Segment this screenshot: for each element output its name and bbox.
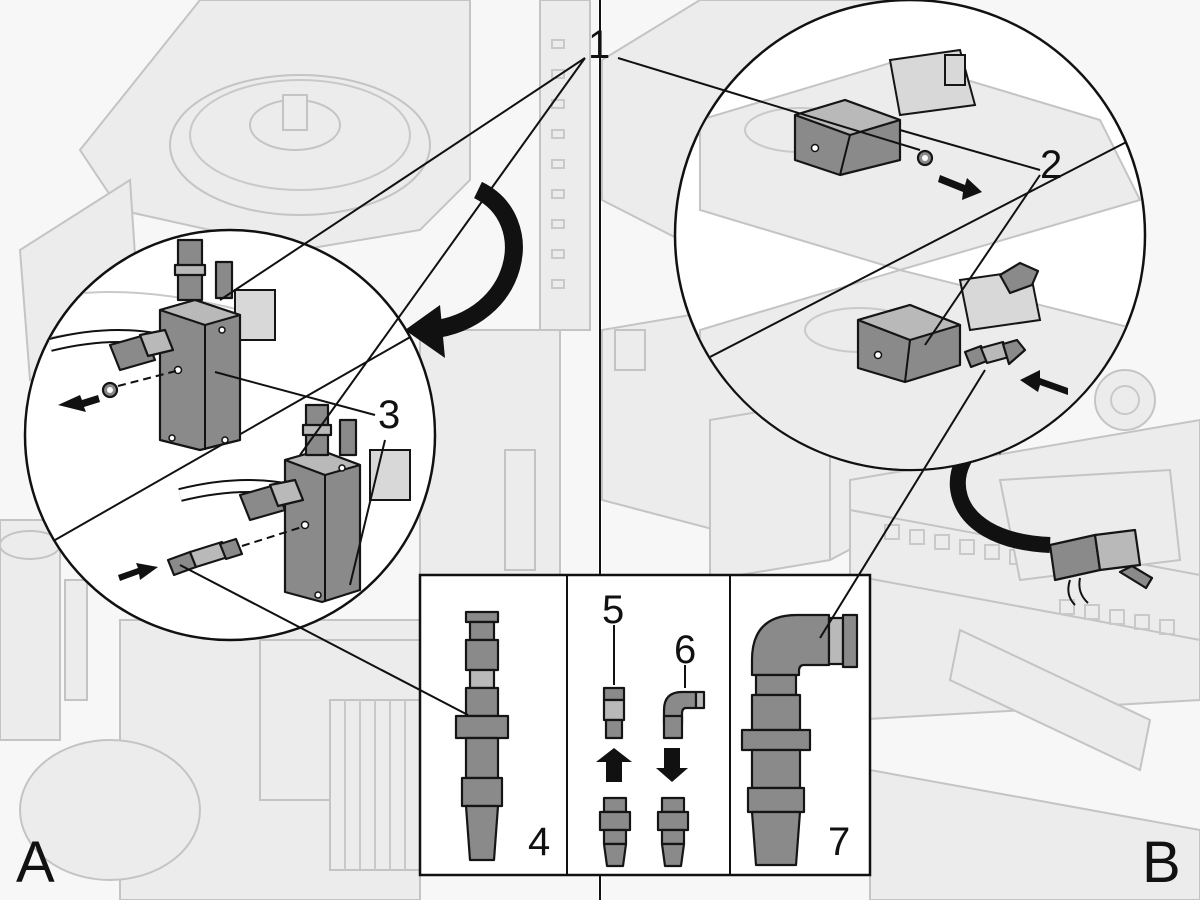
leader-1-a (219, 57, 586, 301)
panel-b-small-valve (1048, 528, 1154, 606)
fitting-7-elbow-connector (740, 613, 859, 867)
panel-label-b: B (1142, 830, 1181, 895)
callout-number-5: 5 (602, 588, 625, 632)
leader-1-a2 (299, 57, 586, 456)
leader-3-a (214, 371, 376, 416)
panel-a-background-machinery (0, 0, 598, 901)
callout-number-6: 6 (674, 628, 697, 672)
fitting-4-straight-connector (454, 610, 510, 862)
panel-a-curved-arrow (405, 181, 523, 358)
callout-number-4: 4 (528, 820, 551, 864)
inset-b-lower-block (856, 261, 1068, 395)
panel-a-rail-slots (551, 39, 565, 289)
panel-label-a: A (16, 830, 55, 895)
callout-number-7: 7 (828, 820, 851, 864)
callout-number-1: 1 (588, 23, 611, 67)
callout-number-3: 3 (378, 393, 401, 437)
inset-b-upper-block (793, 98, 982, 200)
leader-2-b (924, 174, 1041, 346)
leader-7 (819, 369, 986, 639)
fitting-5-straight-reducer (596, 625, 632, 868)
leader-2-a (899, 129, 1041, 171)
callout-number-2: 2 (1040, 143, 1063, 187)
inset-a-lower-valve (118, 403, 362, 604)
callout-leader-lines (179, 57, 1041, 716)
leader-3-b (349, 439, 386, 586)
leader-1-b (617, 57, 921, 151)
inset-b-zoom-circle (673, 0, 1147, 472)
inset-a-upper-valve (58, 238, 242, 452)
fitting-6-elbow-adapter (656, 665, 706, 868)
leader-4 (179, 564, 469, 716)
